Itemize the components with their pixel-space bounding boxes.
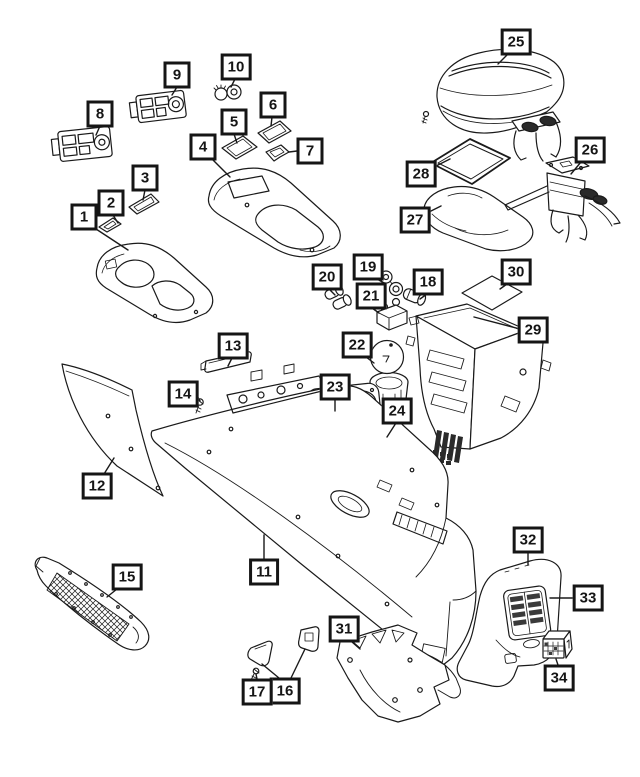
callout-14[interactable]: 14: [167, 380, 199, 408]
part-console-upper-trim: [207, 167, 341, 258]
part-bin-mat-rear: [257, 120, 292, 144]
leader-line-16: [290, 648, 306, 679]
leader-line-34: [555, 658, 559, 666]
callout-15[interactable]: 15: [111, 563, 143, 591]
leader-line-29: [473, 316, 521, 330]
leader-line-8: [95, 125, 101, 136]
leader-line-1: [95, 228, 129, 251]
callout-18[interactable]: 18: [412, 268, 444, 296]
callout-33[interactable]: 33: [572, 584, 604, 612]
leader-line-12: [103, 457, 115, 475]
leader-line-31: [351, 641, 361, 650]
part-screw-17: [250, 667, 260, 681]
callout-19[interactable]: 19: [352, 253, 384, 281]
leader-line-26: [570, 161, 582, 175]
callout-29[interactable]: 29: [517, 316, 549, 344]
callout-7[interactable]: 7: [296, 137, 324, 165]
callout-17[interactable]: 17: [241, 678, 273, 706]
callout-28[interactable]: 28: [405, 160, 437, 188]
part-armrest-foam-pad: [423, 185, 534, 252]
callout-1[interactable]: 1: [70, 203, 98, 231]
leader-line-5: [233, 133, 238, 144]
part-lid-seal-ring: [430, 138, 511, 185]
leader-line-6: [270, 116, 273, 127]
part-rear-air-vent: [503, 585, 552, 649]
part-rear-end-cover: [456, 558, 562, 688]
leader-line-16: [261, 663, 280, 679]
leader-line-25: [497, 53, 509, 65]
callout-3[interactable]: 3: [131, 164, 159, 192]
callout-21[interactable]: 21: [355, 282, 387, 310]
callout-20[interactable]: 20: [311, 263, 343, 291]
callout-11[interactable]: 11: [249, 558, 279, 586]
callout-22[interactable]: 22: [341, 331, 373, 359]
callout-13[interactable]: 13: [217, 332, 249, 360]
leader-line-24: [386, 422, 397, 438]
callout-25[interactable]: 25: [500, 28, 532, 56]
leader-line-3: [142, 189, 146, 201]
callout-16[interactable]: 16: [269, 677, 301, 705]
part-power-outlet-sockets: [213, 84, 242, 101]
part-armrest-hinge-mechanism: [504, 156, 621, 243]
callout-30[interactable]: 30: [500, 258, 532, 286]
part-mesh-grille-trim: [34, 556, 150, 651]
leader-line-7: [288, 150, 298, 153]
callout-34[interactable]: 34: [543, 664, 575, 692]
callout-10[interactable]: 10: [220, 53, 252, 81]
armrest-bumper-screw: [421, 110, 430, 124]
callout-6[interactable]: 6: [259, 91, 287, 119]
part-rear-switch: [542, 630, 573, 659]
part-switch-panel-left: [50, 126, 113, 162]
callout-4[interactable]: 4: [189, 133, 217, 161]
part-small-rubber-mat: [98, 217, 122, 233]
part-console-front-bezel: [95, 242, 214, 324]
callout-31[interactable]: 31: [328, 615, 360, 643]
leader-line-28: [433, 158, 451, 168]
part-small-insert-tray: [265, 144, 290, 162]
callout-9[interactable]: 9: [163, 61, 191, 89]
part-console-body: [150, 363, 477, 667]
part-switch-panel-upper: [128, 89, 187, 124]
callout-2[interactable]: 2: [97, 189, 125, 217]
leader-line-17: [255, 673, 258, 680]
part-cover-caps: [247, 626, 320, 667]
callout-8[interactable]: 8: [86, 100, 114, 128]
part-armrest-lid: [436, 48, 565, 162]
callout-24[interactable]: 24: [381, 397, 413, 425]
callout-12[interactable]: 12: [81, 472, 113, 500]
callout-27[interactable]: 27: [399, 206, 431, 234]
part-console-rear-support-frame: [405, 303, 552, 465]
callout-32[interactable]: 32: [512, 526, 544, 554]
part-socket-plugs: [324, 284, 352, 310]
callout-26[interactable]: 26: [574, 136, 606, 164]
leader-line-4: [211, 158, 231, 178]
callout-5[interactable]: 5: [220, 108, 248, 136]
part-console-side-panel: [61, 363, 164, 497]
callout-23[interactable]: 23: [319, 373, 351, 401]
